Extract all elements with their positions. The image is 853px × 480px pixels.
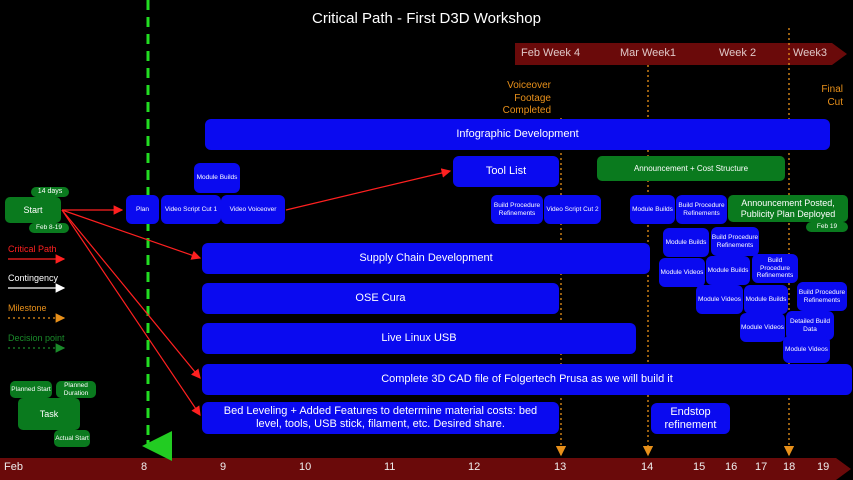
task-module-videos-4[interactable]: Module Videos bbox=[783, 336, 830, 363]
task-video-script-2[interactable]: Video Script Cut 2 bbox=[544, 195, 601, 224]
diagram-title: Critical Path - First D3D Workshop bbox=[312, 10, 541, 27]
task-bed-leveling[interactable]: Bed Leveling + Added Features to determi… bbox=[202, 402, 559, 434]
timeline-label-8: 8 bbox=[141, 461, 148, 473]
timeline-label-12: 12 bbox=[468, 461, 481, 473]
timeline-label-15: 15 bbox=[693, 461, 706, 473]
legend-task: Task bbox=[18, 398, 80, 430]
start-duration: 14 days bbox=[31, 187, 69, 197]
announcement-posted-date: Feb 19 bbox=[806, 222, 848, 232]
legend-decision-point: Decision point bbox=[8, 333, 65, 343]
task-module-builds-3[interactable]: Module Builds bbox=[706, 256, 750, 285]
task-module-builds-1[interactable]: Module Builds bbox=[630, 195, 675, 224]
task-detailed-build-data[interactable]: Detailed Build Data bbox=[786, 311, 834, 340]
start-dates: Feb 8-19 bbox=[29, 223, 69, 233]
task-infographic[interactable]: Infographic Development bbox=[205, 119, 830, 150]
timeline-label-18: 18 bbox=[783, 461, 796, 473]
timeline-label-11: 11 bbox=[384, 461, 396, 473]
week-label-mar-week-1: Mar Week1 bbox=[620, 47, 677, 59]
timeline-label-19: 19 bbox=[817, 461, 830, 473]
task-build-proc-ref-4[interactable]: Build Procedure Refinements bbox=[752, 254, 798, 283]
task-ose-cura[interactable]: OSE Cura bbox=[202, 283, 559, 314]
task-cad[interactable]: Complete 3D CAD file of Folgertech Prusa… bbox=[202, 364, 852, 395]
timeline-label-13: 13 bbox=[554, 461, 567, 473]
task-supply-chain[interactable]: Supply Chain Development bbox=[202, 243, 650, 274]
week-label-week-2: Week 2 bbox=[719, 47, 757, 59]
timeline-label-14: 14 bbox=[641, 461, 654, 473]
legend-actual-start: Actual Start bbox=[54, 430, 90, 447]
timeline-label-16: 16 bbox=[725, 461, 738, 473]
timeline-bar bbox=[0, 458, 851, 480]
task-module-builds-2[interactable]: Module Builds bbox=[663, 228, 709, 257]
task-endstop[interactable]: Endstop refinement bbox=[651, 403, 730, 434]
week-label-feb-week-4: Feb Week 4 bbox=[521, 47, 581, 59]
week-bar bbox=[515, 43, 847, 65]
legend-milestone: Milestone bbox=[8, 303, 47, 313]
task-live-linux[interactable]: Live Linux USB bbox=[202, 323, 636, 354]
legend-critical-path: Critical Path bbox=[8, 244, 57, 254]
task-build-proc-ref-2[interactable]: Build Procedure Refinements bbox=[676, 195, 727, 224]
task-module-videos-3[interactable]: Module Videos bbox=[740, 313, 785, 342]
legend-contingency: Contingency bbox=[8, 273, 59, 283]
timeline-label-feb: Feb bbox=[4, 461, 23, 473]
task-announcement[interactable]: Announcement + Cost Structure bbox=[597, 156, 785, 181]
task-build-proc-ref-1[interactable]: Build Procedure Refinements bbox=[491, 195, 543, 224]
milestone-final-cut: Final Cut bbox=[821, 84, 843, 108]
legend-planned-duration: Planned Duration bbox=[56, 381, 96, 398]
task-build-proc-ref-5[interactable]: Build Procedure Refinements bbox=[797, 282, 847, 311]
timeline-label-17: 17 bbox=[755, 461, 768, 473]
task-video-voiceover[interactable]: Video Voiceover bbox=[221, 195, 285, 224]
timeline-label-10: 10 bbox=[299, 461, 312, 473]
task-module-videos-1[interactable]: Module Videos bbox=[659, 258, 705, 287]
task-plan[interactable]: Plan bbox=[126, 195, 159, 224]
milestone-voiceover: Voiceover Footage Completed bbox=[502, 80, 551, 116]
legend-planned-start: Planned Start bbox=[10, 381, 52, 398]
start-node[interactable]: Start bbox=[5, 197, 61, 223]
week-label-week-3: Week3 bbox=[793, 47, 828, 59]
task-build-proc-ref-3[interactable]: Build Procedure Refinements bbox=[711, 227, 759, 256]
timeline-label-9: 9 bbox=[220, 461, 227, 473]
task-module-videos-2[interactable]: Module Videos bbox=[696, 285, 743, 314]
task-announcement-posted[interactable]: Announcement Posted, Publicity Plan Depl… bbox=[728, 195, 848, 222]
task-video-script-1[interactable]: Video Script Cut 1 bbox=[161, 195, 221, 224]
task-module-builds-top[interactable]: Module Builds bbox=[194, 163, 240, 193]
task-tool-list[interactable]: Tool List bbox=[453, 156, 559, 187]
task-module-builds-4[interactable]: Module Builds bbox=[744, 285, 788, 314]
